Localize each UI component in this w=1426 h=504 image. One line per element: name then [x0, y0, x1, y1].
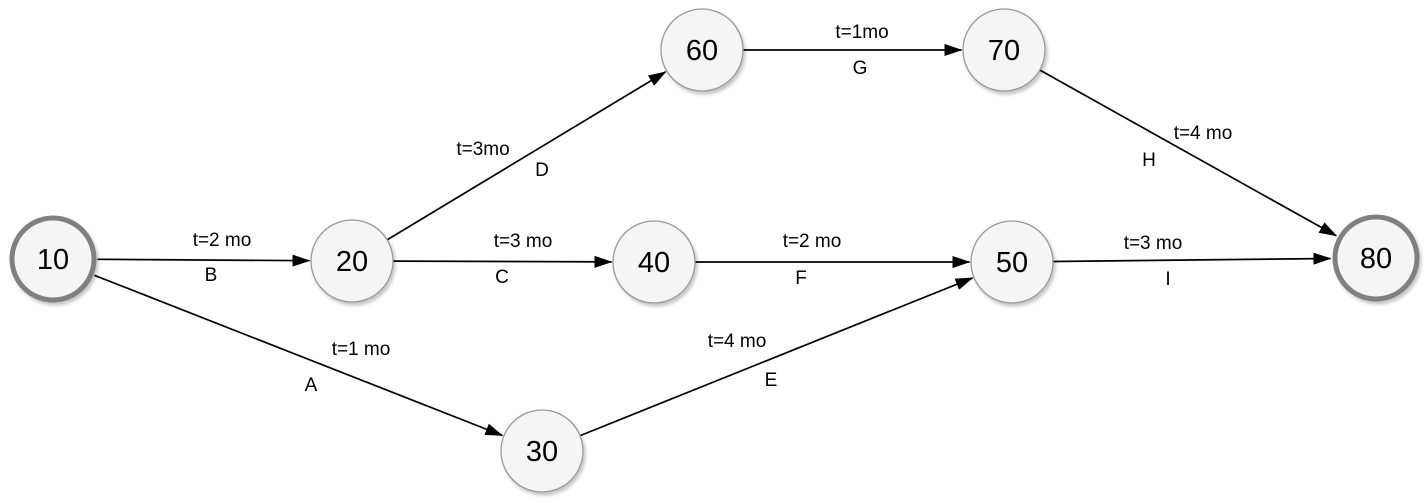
- edge-D-activity-label: D: [535, 160, 549, 181]
- edge-H-duration-label: t=4 mo: [1174, 123, 1233, 144]
- edge-D-duration-label: t=3mo: [456, 139, 509, 160]
- node-70-label: 70: [988, 35, 1020, 67]
- node-80-circle: [1332, 214, 1420, 302]
- node-10-label: 10: [37, 244, 69, 276]
- node-10-circle: [9, 215, 97, 303]
- edge-C-duration-label: t=3 mo: [494, 231, 553, 252]
- edge-E-duration-label: t=4 mo: [708, 331, 767, 352]
- edge-G-activity-label: G: [853, 58, 868, 79]
- node-60-label: 60: [686, 35, 718, 67]
- edge-I-arrow: [1053, 252, 1332, 265]
- edge-B-activity-label: B: [205, 265, 218, 286]
- node-50-label: 50: [996, 247, 1028, 279]
- edge-B-duration-label: t=2 mo: [193, 230, 252, 251]
- node-60-circle: [660, 8, 744, 92]
- edge-B-arrow: [97, 254, 311, 267]
- node-40-circle: [612, 220, 696, 304]
- edge-F-activity-label: F: [795, 268, 807, 289]
- edge-I-duration-label: t=3 mo: [1124, 233, 1183, 254]
- edge-I-activity-label: I: [1165, 269, 1170, 290]
- edge-D-arrow: [387, 71, 667, 241]
- edge-A-duration-label: t=1 mo: [332, 339, 391, 360]
- node-30-label: 30: [526, 436, 558, 468]
- edge-E-activity-label: E: [765, 370, 778, 391]
- node-40-label: 40: [638, 247, 670, 279]
- edge-H-activity-label: H: [1142, 150, 1156, 171]
- edge-G-duration-label: t=1mo: [835, 22, 888, 43]
- edge-A-activity-label: A: [305, 375, 318, 396]
- edge-H-arrow: [1039, 69, 1338, 237]
- node-20-label: 20: [336, 246, 368, 278]
- node-20-circle: [310, 219, 394, 303]
- edge-E-arrow: [580, 277, 974, 437]
- node-30-circle: [500, 409, 584, 493]
- edge-A-arrow: [94, 274, 504, 437]
- edge-C-arrow: [393, 255, 613, 268]
- edge-C-activity-label: C: [495, 267, 509, 288]
- node-80-label: 80: [1360, 243, 1392, 275]
- edge-F-duration-label: t=2 mo: [783, 231, 842, 252]
- node-70-circle: [962, 8, 1046, 92]
- node-50-circle: [970, 220, 1054, 304]
